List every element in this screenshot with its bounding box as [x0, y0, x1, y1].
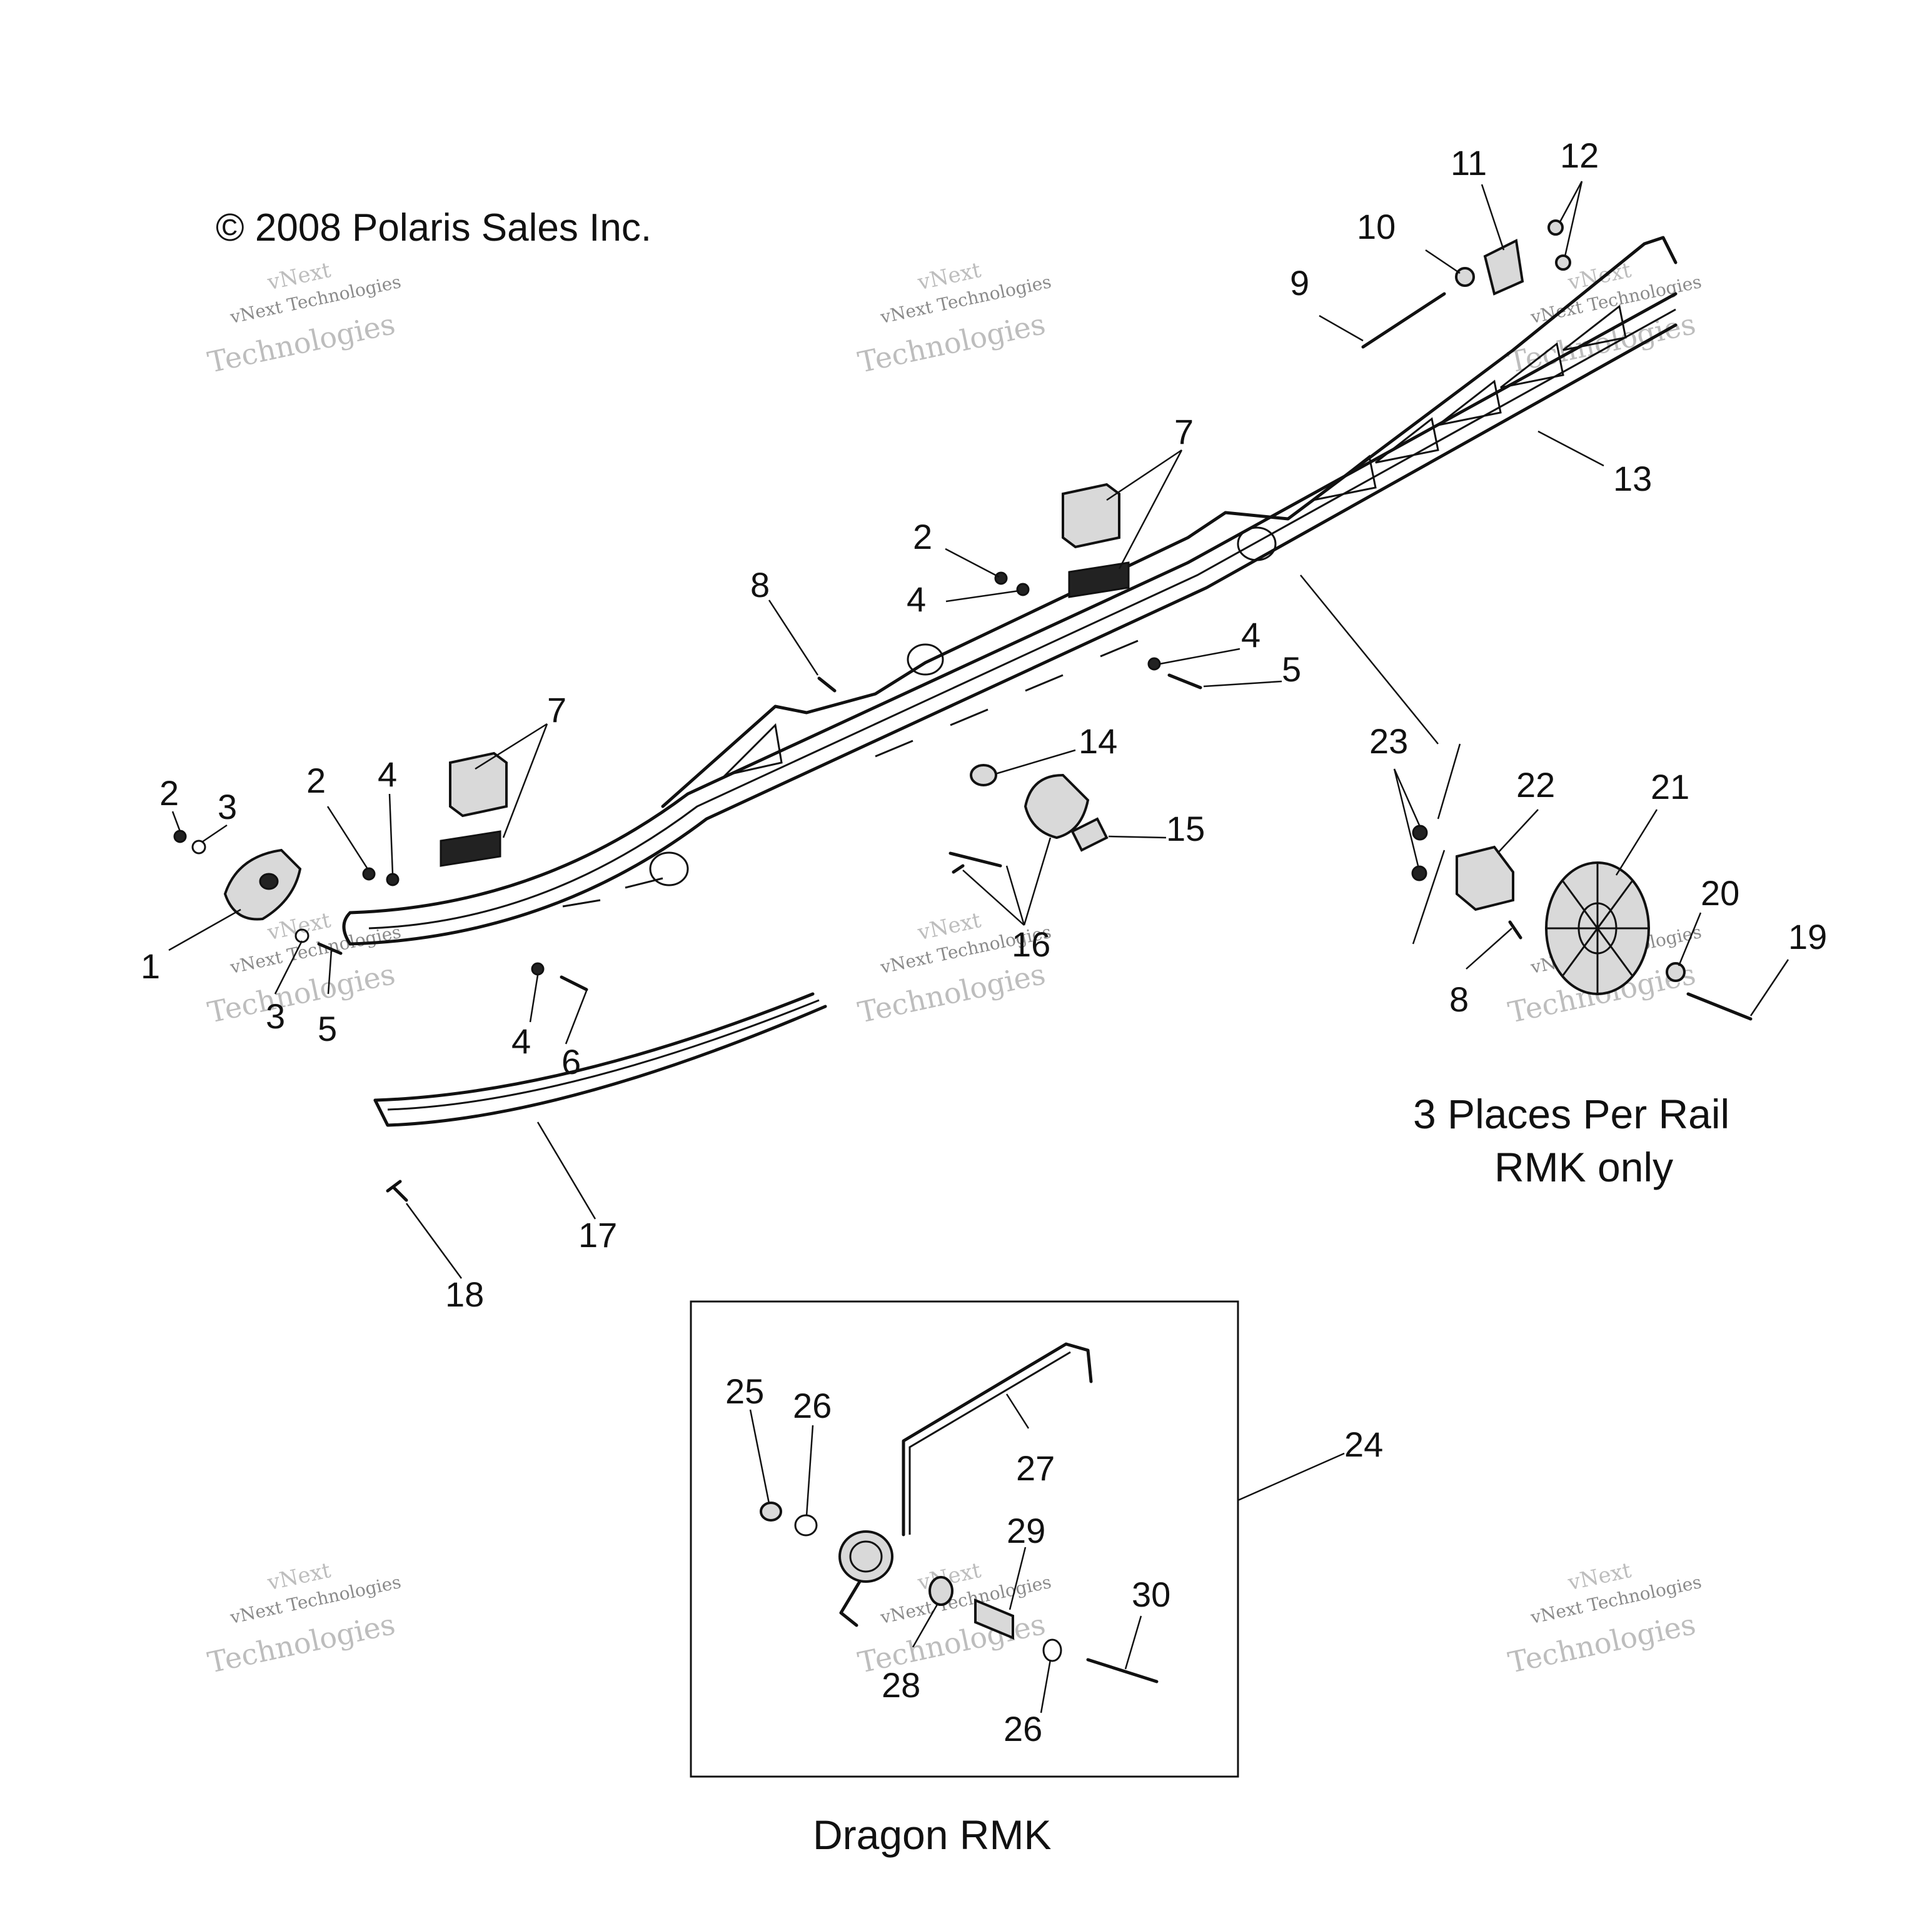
nut-icon	[362, 867, 376, 881]
callout-4: 4	[511, 1021, 531, 1061]
callout-18: 18	[445, 1275, 484, 1314]
callout-27: 27	[1016, 1448, 1055, 1488]
bolt-icon	[1086, 1658, 1159, 1683]
callout-12: 12	[1560, 136, 1599, 175]
bolt-icon	[317, 942, 343, 955]
torsion-spring-arm-icon	[902, 1342, 1093, 1537]
callout-11: 11	[1451, 143, 1487, 183]
callout-6: 6	[561, 1042, 581, 1081]
callout-1: 1	[141, 946, 160, 986]
spacer-icon	[928, 1576, 953, 1606]
callout-29: 29	[1007, 1511, 1045, 1550]
dragon-rmk-spring-kit	[760, 1342, 1159, 1683]
washer-icon	[191, 840, 206, 855]
callout-numbers: 1 2 3 3 5 2 4 7 7 8 2 4 4 5 14 15 16 4 6…	[141, 136, 1827, 1748]
callout-24: 24	[1344, 1425, 1383, 1464]
callout-10: 10	[1357, 207, 1396, 246]
washer-icon	[970, 764, 997, 786]
callout-21: 21	[1651, 767, 1689, 806]
callout-3: 3	[218, 787, 237, 826]
callout-20: 20	[1701, 873, 1739, 913]
pin-icon	[952, 864, 965, 874]
callout-25: 25	[725, 1372, 764, 1411]
copyright-text: © 2008 Polaris Sales Inc.	[216, 206, 652, 249]
nut-icon	[173, 830, 187, 843]
callout-2: 2	[913, 517, 932, 556]
eccentric-icon	[1024, 773, 1090, 840]
callout-26: 26	[793, 1386, 832, 1425]
callout-19: 19	[1788, 917, 1827, 956]
callout-8: 8	[750, 565, 770, 604]
callout-28: 28	[882, 1665, 920, 1705]
nut-icon	[1455, 267, 1475, 287]
bolt-icon	[817, 676, 837, 693]
washer-icon	[794, 1514, 818, 1537]
callout-17: 17	[578, 1215, 617, 1255]
watermark-bottom-left: vNext vNext Technologies Technologies	[204, 1558, 403, 1680]
bushing-icon	[974, 1598, 1014, 1640]
bumper-block-right	[1062, 483, 1130, 598]
callout-4: 4	[1241, 615, 1260, 655]
bracket-icon	[1483, 238, 1524, 296]
bushing-icon	[1070, 817, 1109, 852]
idler-wheel-group	[1411, 825, 1753, 1021]
callout-14: 14	[1079, 721, 1117, 761]
bolt-icon	[1508, 920, 1522, 940]
dragon-rmk-inset-frame	[690, 1300, 1239, 1778]
nut-icon	[1412, 825, 1428, 841]
callout-22: 22	[1516, 765, 1555, 805]
inset-caption-dragon-rmk: Dragon RMK	[813, 1812, 1051, 1858]
callout-3: 3	[266, 996, 285, 1036]
nut-icon	[1555, 254, 1571, 271]
watermark-top-right: vNext vNext Technologies Technologies	[1505, 258, 1703, 379]
callout-4: 4	[378, 755, 397, 794]
callout-16: 16	[1012, 925, 1050, 964]
nut-icon	[1547, 219, 1564, 236]
spacer-icon	[1456, 845, 1514, 911]
callout-26: 26	[1004, 1709, 1042, 1748]
nut-icon	[1411, 865, 1427, 881]
callout-13: 13	[1613, 459, 1652, 498]
bolt-icon	[1167, 673, 1202, 690]
nut-icon	[531, 962, 545, 976]
watermark-mid-left: vNext vNext Technologies Technologies	[204, 908, 403, 1030]
leader-lines	[168, 181, 1789, 1713]
rivet-icon	[386, 1180, 408, 1202]
callout-7: 7	[547, 690, 566, 730]
nut-icon	[994, 571, 1008, 585]
callout-8: 8	[1449, 980, 1469, 1019]
callout-5: 5	[1282, 650, 1301, 689]
note-places-per-rail: 3 Places Per Rail	[1413, 1091, 1729, 1137]
callout-2: 2	[306, 761, 326, 800]
bolt-icon	[948, 851, 1002, 868]
callout-30: 30	[1132, 1575, 1170, 1614]
callout-4: 4	[907, 579, 926, 619]
callout-15: 15	[1166, 809, 1205, 848]
front-rail-cap	[223, 848, 302, 921]
watermark-top-center: vNext vNext Technologies Technologies	[855, 258, 1053, 379]
callout-5: 5	[318, 1009, 337, 1048]
slide-rail	[342, 236, 1678, 946]
washer-icon	[1042, 1638, 1062, 1662]
nut-icon	[386, 873, 400, 886]
axle-bolt-icon	[1686, 992, 1753, 1021]
nut-icon	[1147, 657, 1161, 671]
bumper-block-left	[440, 751, 508, 867]
long-bolt-icon	[1361, 292, 1446, 349]
watermark-bottom-right: vNext vNext Technologies Technologies	[1505, 1558, 1703, 1680]
watermark-top-left: vNext vNext Technologies Technologies	[204, 258, 403, 379]
callout-9: 9	[1290, 263, 1309, 303]
callout-23: 23	[1369, 721, 1408, 761]
washer-icon	[1666, 962, 1686, 982]
bushing-icon	[760, 1502, 782, 1522]
callout-2: 2	[159, 773, 179, 813]
hyfax-wear-strip	[373, 992, 827, 1127]
bolt-icon	[560, 975, 588, 991]
note-rmk-only: RMK only	[1494, 1144, 1673, 1190]
callout-7: 7	[1174, 412, 1194, 451]
nut-icon	[1016, 583, 1030, 596]
spring-coil-icon	[838, 1530, 893, 1583]
